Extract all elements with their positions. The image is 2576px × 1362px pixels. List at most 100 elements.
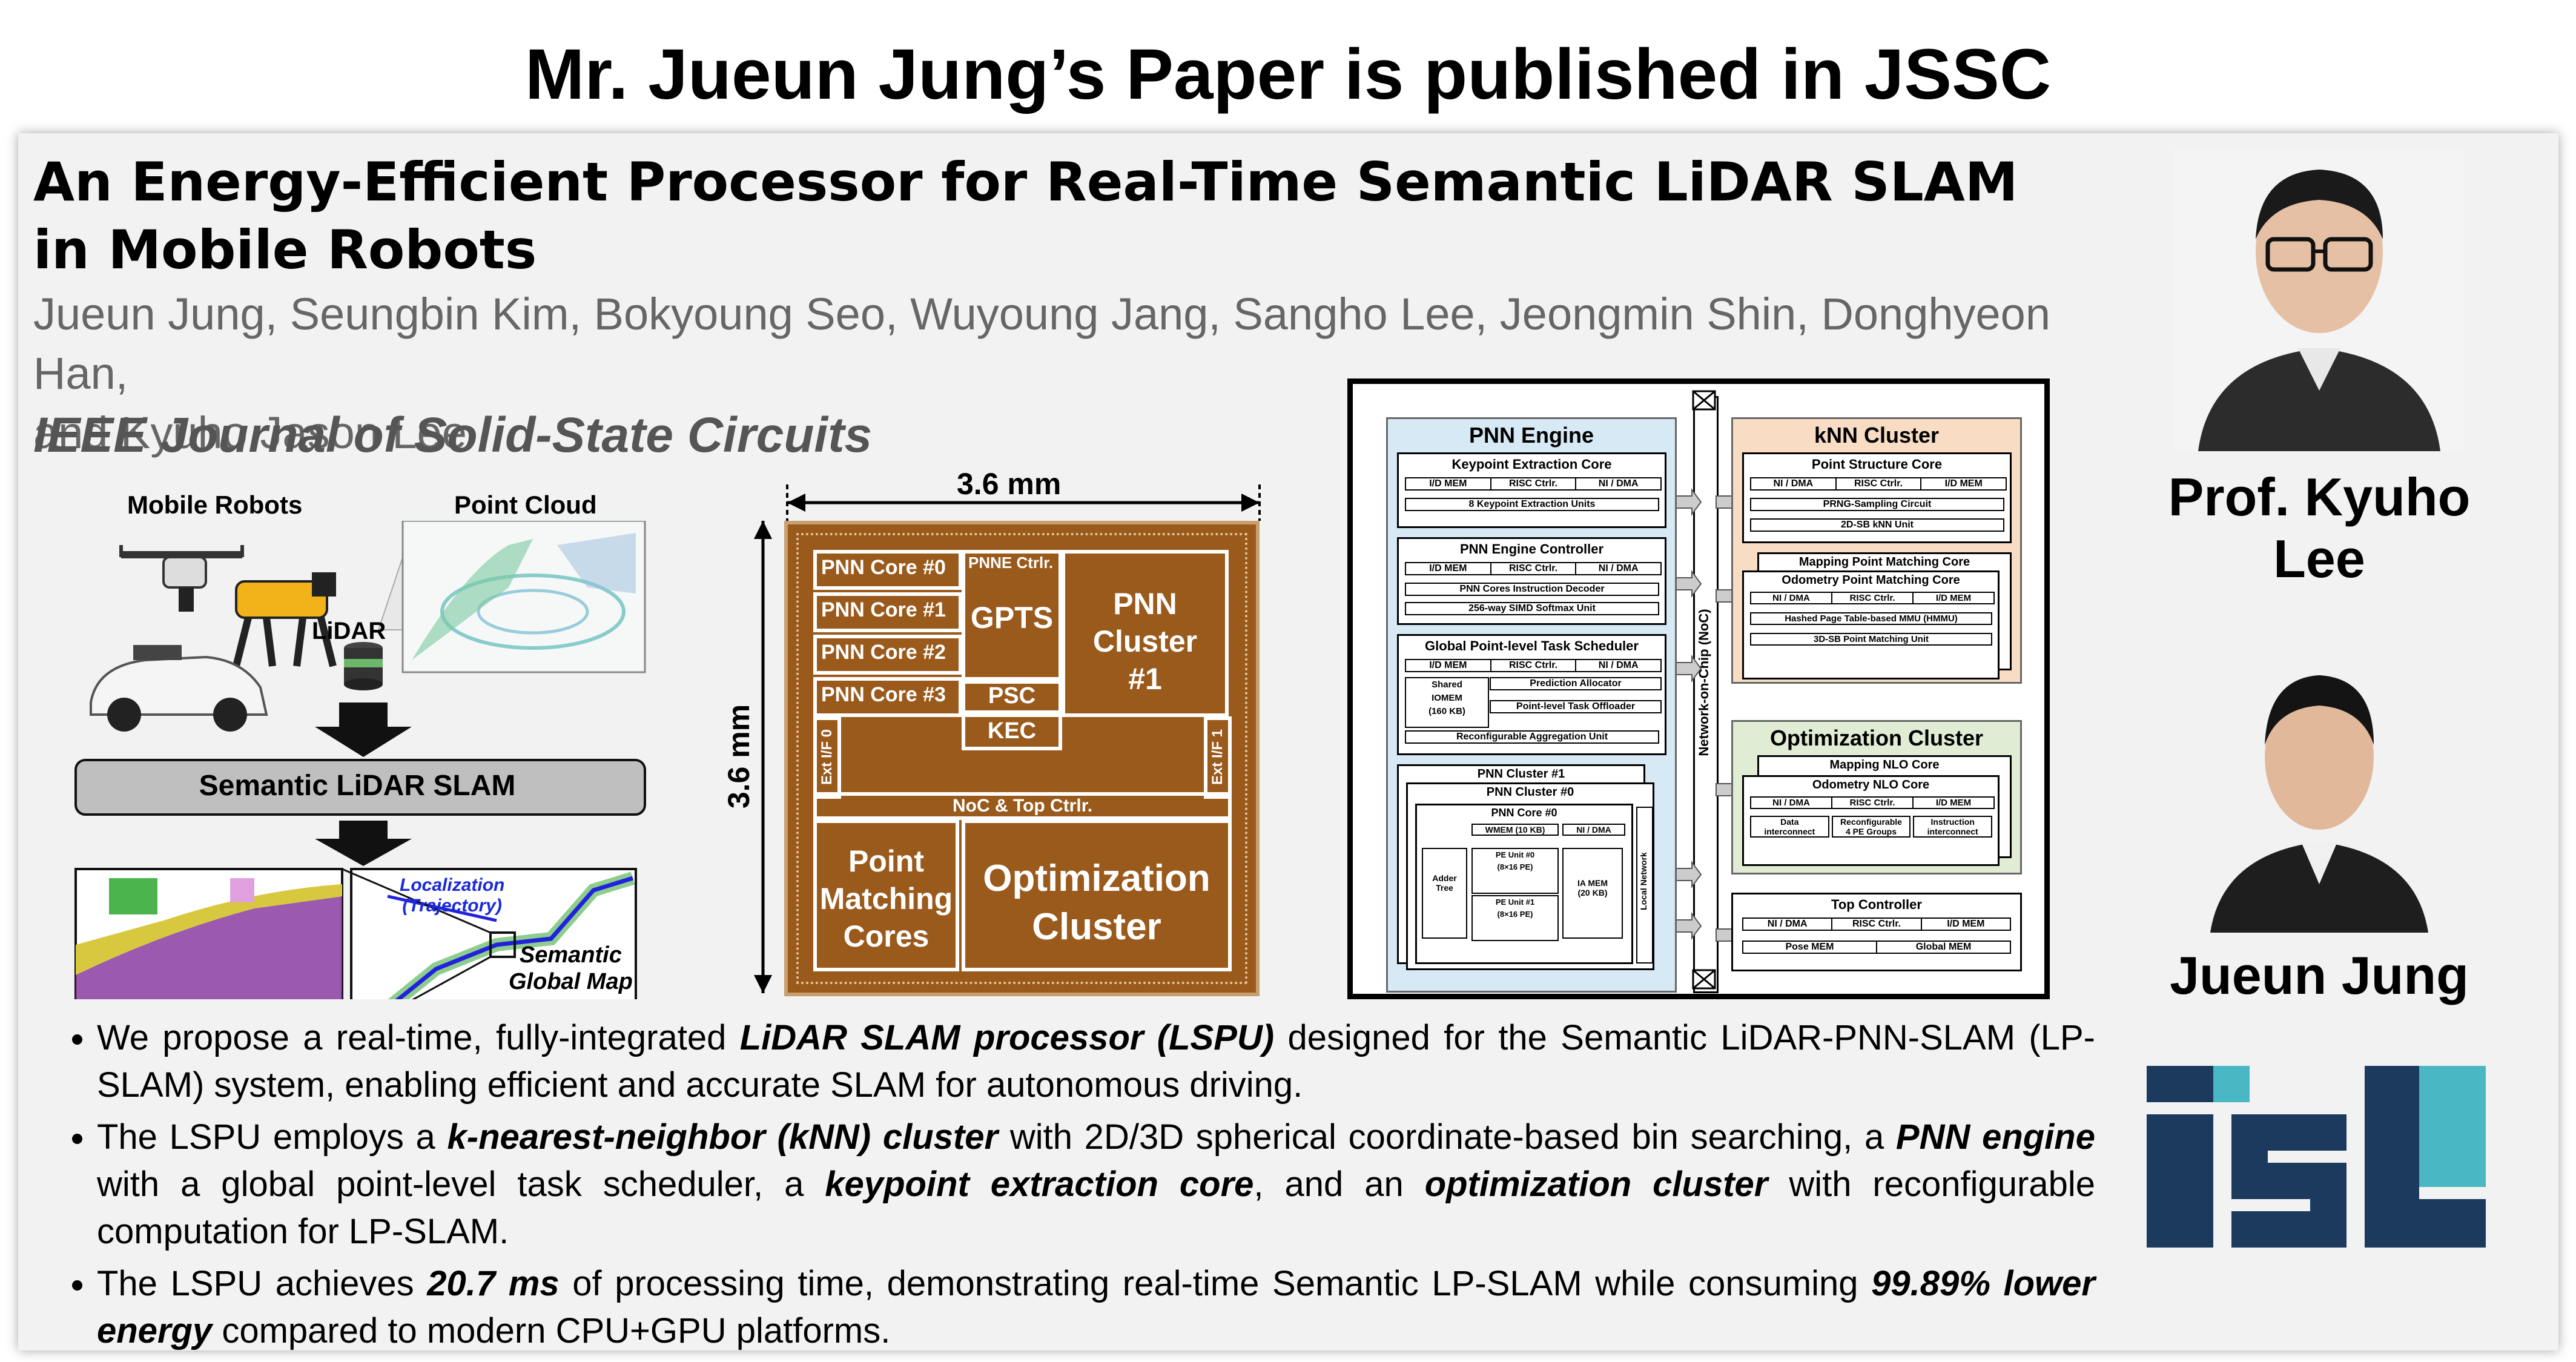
die-optimization-cluster: Optimization Cluster bbox=[963, 855, 1230, 951]
die-noc-top: NoC & Top Ctrlr. bbox=[952, 796, 1093, 816]
die-pmc-l3: Cores bbox=[843, 919, 930, 953]
onlo-d2: interconnect bbox=[1764, 827, 1815, 836]
psc-risc: RISC Ctrlr. bbox=[1837, 478, 1922, 489]
die-pnn-core3: PNN Core #3 bbox=[821, 683, 946, 706]
kec-title: Keypoint Extraction Core bbox=[1451, 457, 1612, 472]
system-figure-graphic bbox=[74, 521, 646, 999]
opmc-block: Odometry Point Matching Core NI / DMA RI… bbox=[1742, 570, 2000, 679]
pec-softmax: 256-way SIMD Softmax Unit bbox=[1405, 602, 1659, 615]
opmc-title: Odometry Point Matching Core bbox=[1782, 574, 1960, 587]
local-network-bar bbox=[1636, 807, 1653, 964]
bullet-1-a: We propose a real-time, fully-integrated bbox=[97, 1018, 740, 1057]
die-kec: KEC bbox=[987, 718, 1037, 744]
onlo-title: Odometry NLO Core bbox=[1812, 778, 1930, 792]
gpts-prediction-allocator: Prediction Allocator bbox=[1490, 677, 1662, 690]
gpts-risc: RISC Ctrlr. bbox=[1491, 660, 1577, 671]
pnn-engine-title: PNN Engine bbox=[1468, 423, 1594, 448]
top-title: Top Controller bbox=[1831, 897, 1922, 912]
paper-title: An Energy-Efficient Processor for Real-T… bbox=[33, 148, 2153, 284]
pe1-l2: (8×16 PE) bbox=[1497, 910, 1533, 919]
onlo-data-interconnect: Data interconnect bbox=[1750, 816, 1829, 838]
authors-line2: and Kyuho Jason Lee bbox=[33, 408, 467, 458]
global-map-image bbox=[342, 868, 637, 999]
lidar-icon bbox=[344, 642, 383, 690]
pec-decoder: PNN Cores Instruction Decoder bbox=[1405, 583, 1659, 596]
opmc-risc: RISC Ctrlr. bbox=[1832, 593, 1914, 603]
semantic-scene-image bbox=[74, 868, 343, 999]
psc-nidma: NI / DMA bbox=[1751, 478, 1837, 489]
bullet-1-b: LiDAR SLAM processor (LSPU) bbox=[739, 1018, 1275, 1057]
localization-text: Localization bbox=[400, 875, 505, 895]
die-pmc-l2: Matching bbox=[819, 882, 953, 916]
gpts-aggregation-unit: Reconfigurable Aggregation Unit bbox=[1405, 730, 1659, 744]
core0-pe-unit0: PE Unit #0 (8×16 PE) bbox=[1471, 848, 1559, 894]
die-ext-if1: Ext I/F 1 bbox=[1209, 729, 1226, 785]
bullet-1-c: designed for the Semantic LiDAR-PNN-SLAM… bbox=[97, 1018, 2095, 1105]
kec-idmem: I/D MEM bbox=[1406, 478, 1491, 489]
chip-die-figure: 3.6 mm 3.6 mm PNN Core #0 PNN Core #1 bbox=[722, 466, 1284, 999]
onlo-instruction-interconnect: Instruction interconnect bbox=[1913, 816, 1993, 838]
bullet-3-e: compared to modern CPU+GPU platforms. bbox=[212, 1311, 891, 1350]
gpts-shared-l2: IOMEM bbox=[1432, 693, 1462, 703]
student-photo bbox=[2198, 624, 2440, 933]
knn-cluster-title: kNN Cluster bbox=[1814, 423, 1940, 448]
mpmc-title: Mapping Point Matching Core bbox=[1798, 555, 1970, 569]
localization-label: Localization (Trajectory) bbox=[400, 875, 504, 916]
bullet-2-i: with reconfigurable computation for LP-S… bbox=[97, 1165, 2095, 1251]
die-point-matching-cores: Point Matching Cores bbox=[815, 842, 957, 955]
onlo-4pe: 4 PE Groups bbox=[1845, 827, 1897, 836]
adder-l2: Tree bbox=[1436, 883, 1453, 893]
core0-wmem: WMEM (10 KB) bbox=[1471, 824, 1559, 836]
semantic-text: Semantic bbox=[519, 942, 622, 968]
bullet-3: The LSPU achieves 20.7 ms of processing … bbox=[97, 1260, 2095, 1355]
die-opt-l1: Optimization bbox=[983, 858, 1210, 899]
opmc-pm-unit: 3D-SB Point Matching Unit bbox=[1750, 633, 1992, 646]
trajectory-text: (Trajectory) bbox=[402, 896, 502, 916]
gpts-shared-l1: Shared bbox=[1432, 679, 1462, 690]
slam-box bbox=[74, 759, 646, 816]
cluster1-title: PNN Cluster #1 bbox=[1477, 767, 1565, 781]
die-block-outlines bbox=[813, 550, 1232, 971]
paper-title-line2: in Mobile Robots bbox=[33, 219, 537, 281]
psc-title: Point Structure Core bbox=[1811, 457, 1943, 472]
car-icon bbox=[90, 645, 268, 732]
isl-logo bbox=[2147, 1066, 2486, 1248]
isl-logo-icon bbox=[2147, 1066, 2486, 1248]
student-name: Jueun Jung bbox=[2170, 945, 2469, 1005]
top-risc: RISC Ctrlr. bbox=[1832, 919, 1922, 930]
semantic-map-label: Semantic Global Map bbox=[509, 942, 633, 995]
gpts-shared-iomem: Shared IOMEM (160 KB) bbox=[1405, 677, 1489, 728]
kec-nidma: NI / DMA bbox=[1598, 478, 1639, 489]
top-idmem: I/D MEM bbox=[1947, 919, 1985, 929]
top-pose-mem: Pose MEM bbox=[1743, 942, 1877, 953]
gpts-idmem: I/D MEM bbox=[1406, 660, 1491, 671]
die-gpts: GPTS bbox=[970, 601, 1054, 635]
bullet-2-h: optimization cluster bbox=[1424, 1165, 1768, 1204]
kec-block: Keypoint Extraction Core I/D MEM RISC Ct… bbox=[1397, 452, 1666, 528]
local-network-label: Local Network bbox=[1639, 852, 1648, 910]
paper-authors: Jueun Jung, Seungbin Kim, Bokyoung Seo, … bbox=[33, 285, 2153, 463]
bullet-3-d: 99.89% lower energy bbox=[97, 1264, 2095, 1350]
onlo-reconf: Reconfigurable bbox=[1840, 817, 1902, 827]
bullet-2: The LSPU employs a k-nearest-neighbor (k… bbox=[97, 1114, 2095, 1255]
person-icon bbox=[2198, 170, 2440, 451]
pnn-engine-block: PNN Engine Keypoint Extraction Core I/D … bbox=[1386, 417, 1677, 993]
die-pmc-l1: Point bbox=[848, 844, 924, 878]
die-pnn-core2: PNN Core #2 bbox=[821, 641, 946, 664]
knn-cluster-block: kNN Cluster Point Structure Core NI / DM… bbox=[1731, 417, 2022, 684]
pe1-l1: PE Unit #1 bbox=[1495, 898, 1535, 907]
die-height-label: 3.6 mm bbox=[722, 704, 756, 809]
prof-name: Prof. Kyuho Lee bbox=[2168, 467, 2471, 589]
noc-bar bbox=[1693, 396, 1719, 993]
person-icon bbox=[2210, 675, 2428, 933]
pec-block: PNN Engine Controller I/D MEM RISC Ctrlr… bbox=[1397, 537, 1666, 625]
bullet-3-a: The LSPU achieves bbox=[97, 1264, 428, 1303]
mobile-robots-label: Mobile Robots bbox=[127, 491, 303, 519]
noc-connector-icons bbox=[1692, 390, 1716, 990]
drone-icon bbox=[119, 545, 244, 612]
pec-nidma: NI / DMA bbox=[1598, 563, 1639, 574]
global-map-text: Global Map bbox=[509, 969, 633, 994]
bullet-2-f: keypoint extraction core bbox=[825, 1165, 1254, 1204]
opmc-nidma: NI / DMA bbox=[1751, 593, 1832, 603]
die-pnn-core1: PNN Core #1 bbox=[821, 598, 946, 621]
